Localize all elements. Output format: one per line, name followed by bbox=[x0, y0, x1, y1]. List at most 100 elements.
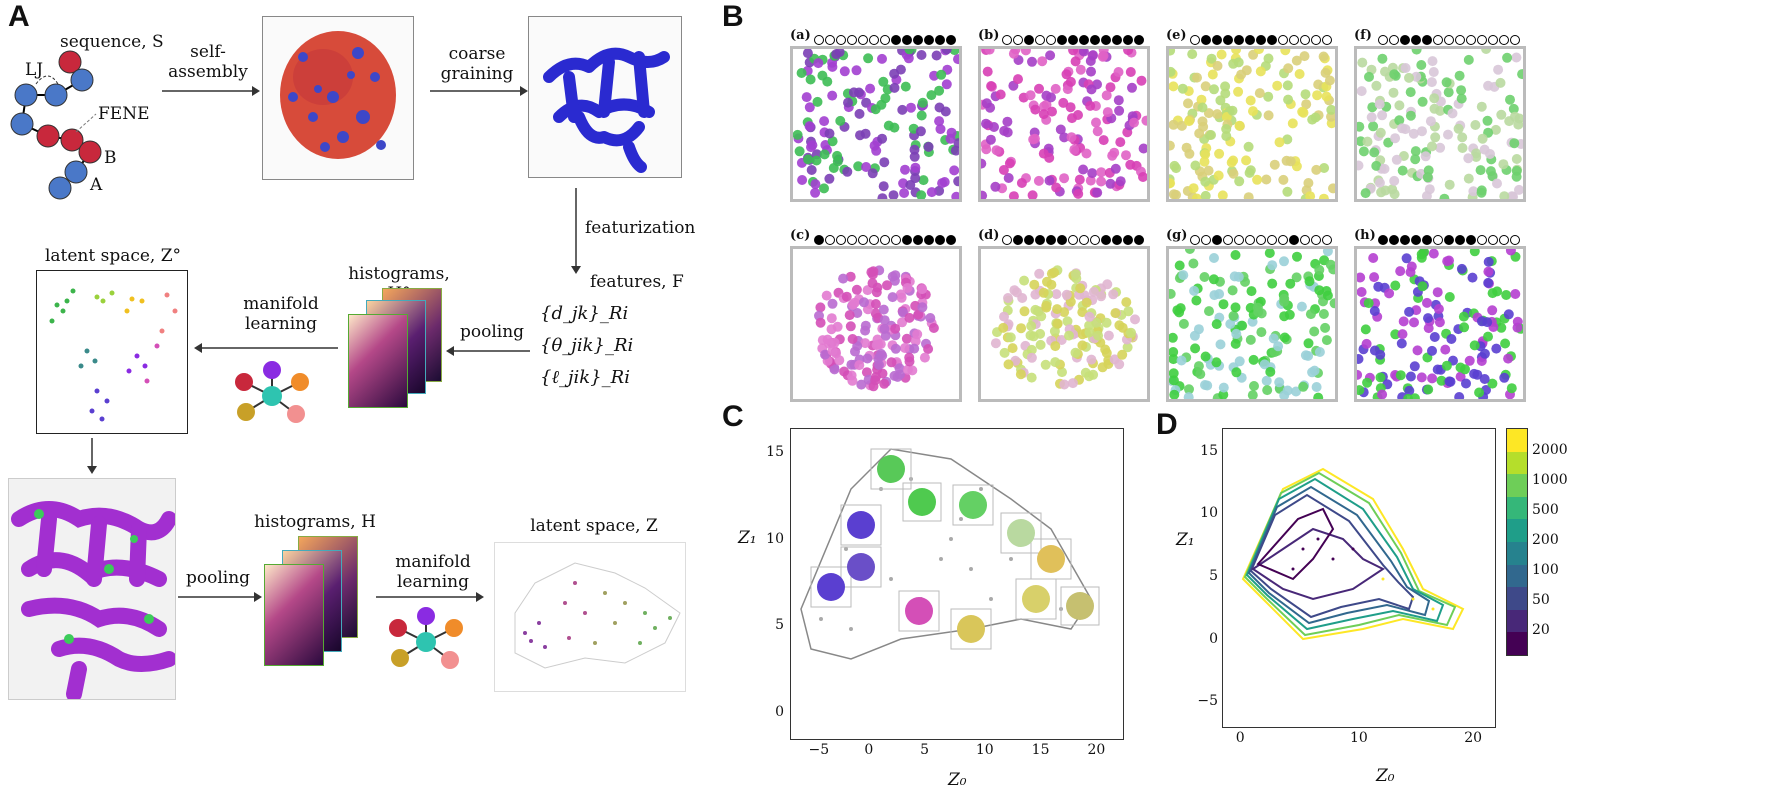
assembly-blob bbox=[280, 31, 396, 159]
axis-tick-label: 20 bbox=[1464, 730, 1483, 746]
snapshot-box bbox=[978, 46, 1150, 202]
panel-a-letter: A bbox=[8, 0, 30, 33]
panel-d-xlabel: Z₀ bbox=[1376, 766, 1395, 786]
snapshot-3: (e) bbox=[1166, 28, 1342, 208]
axis-tick-label: 10 bbox=[1350, 730, 1368, 746]
colorbar-tick-label: 1000 bbox=[1532, 472, 1568, 488]
sequence-bead bbox=[1035, 35, 1045, 45]
snapshot-label: (b) bbox=[978, 28, 1000, 43]
sequence-bead bbox=[1190, 35, 1200, 45]
sequence-bead bbox=[1046, 35, 1056, 45]
arrow-left bbox=[194, 343, 338, 353]
snapshot-box bbox=[790, 246, 962, 402]
self-assembly-label: self- assembly bbox=[168, 42, 248, 82]
arrow-right bbox=[178, 592, 262, 602]
coarse-graining-label: coarse graining bbox=[440, 44, 514, 84]
sequence-bead bbox=[1488, 235, 1498, 245]
colorbar-segment bbox=[1507, 474, 1527, 497]
colorbar-segment bbox=[1507, 609, 1527, 633]
sequence-bead bbox=[1289, 35, 1299, 45]
lj-label: LJ bbox=[25, 60, 44, 80]
bead-red bbox=[58, 50, 82, 74]
colorbar-segment bbox=[1507, 451, 1527, 475]
sequence-bead bbox=[1433, 235, 1443, 245]
sequence-bead bbox=[825, 35, 835, 45]
manifold-label-2: manifold learning bbox=[395, 552, 471, 592]
sequence-bead bbox=[836, 235, 846, 245]
sequence-bead bbox=[1123, 35, 1133, 45]
sequence-bead bbox=[924, 35, 934, 45]
sequence-bead bbox=[1411, 35, 1421, 45]
bead-red bbox=[78, 140, 102, 164]
bead-red bbox=[36, 124, 60, 148]
manifold-label-1: manifold learning bbox=[243, 294, 319, 334]
features-label: features, F bbox=[590, 272, 684, 292]
sequence-bead bbox=[1389, 35, 1399, 45]
axis-tick-label: −5 bbox=[1197, 693, 1218, 710]
sequence-bead bbox=[1510, 35, 1520, 45]
sequence-bead bbox=[1322, 35, 1332, 45]
simulation-snapshot bbox=[8, 478, 177, 702]
colorbar-tick-label: 2000 bbox=[1532, 442, 1568, 458]
snapshot-label: (e) bbox=[1166, 28, 1187, 43]
colorbar-segment bbox=[1507, 632, 1527, 655]
sequence-bead bbox=[1212, 35, 1222, 45]
fene-label: FENE bbox=[98, 104, 150, 124]
sequence-bead bbox=[1079, 35, 1089, 45]
colorbar-segment bbox=[1507, 519, 1527, 542]
bead-b-label: B bbox=[104, 148, 117, 168]
sequence-bead bbox=[869, 235, 879, 245]
sequence-bead bbox=[1223, 235, 1233, 245]
snapshot-box bbox=[1166, 46, 1338, 202]
sequence-bead bbox=[1112, 35, 1122, 45]
sequence-bead bbox=[1101, 235, 1111, 245]
histogram-stack-2 bbox=[264, 536, 364, 666]
sequence-bead bbox=[880, 35, 890, 45]
sequence-bead bbox=[1090, 35, 1100, 45]
sequence-bead bbox=[1123, 235, 1133, 245]
sequence-bead bbox=[1422, 235, 1432, 245]
feature-distance: {d_jk}_Ri bbox=[540, 303, 629, 324]
bead-a-label: A bbox=[90, 175, 103, 195]
panel-c-xlabel: Z₀ bbox=[948, 770, 967, 790]
sequence-label: sequence, S bbox=[60, 32, 164, 52]
sequence-bead bbox=[1444, 235, 1454, 245]
snapshot-label: (c) bbox=[790, 228, 811, 243]
sequence-bead bbox=[1002, 35, 1012, 45]
sequence-bead bbox=[1499, 235, 1509, 245]
histogram-stack-1 bbox=[348, 288, 448, 408]
panel-b-letter: B bbox=[722, 0, 744, 33]
snapshot-6: (d) bbox=[978, 228, 1154, 408]
arrow-down bbox=[87, 438, 97, 474]
sequence-bead bbox=[1389, 235, 1399, 245]
snapshot-5: (c) bbox=[790, 228, 966, 408]
latent-space-plot-1 bbox=[36, 270, 188, 434]
sequence-bead bbox=[913, 35, 923, 45]
sequence-bead bbox=[935, 235, 945, 245]
axis-tick-label: 10 bbox=[766, 530, 784, 547]
sequence-bead bbox=[1400, 35, 1410, 45]
sequence-bead bbox=[1477, 235, 1487, 245]
snapshot-2: (b) bbox=[978, 28, 1154, 208]
axis-tick-label: 15 bbox=[766, 443, 784, 460]
axis-tick-label: 0 bbox=[864, 742, 874, 758]
sequence-bead bbox=[1267, 35, 1277, 45]
network-molecule-icon bbox=[389, 607, 463, 669]
panel-d-ylabel: Z₁ bbox=[1176, 530, 1195, 550]
panel-b-snapshot-grid: (a)(b)(e)(f)(c)(d)(g)(h) bbox=[770, 20, 1770, 402]
sequence-bead bbox=[858, 35, 868, 45]
sequence-bead bbox=[869, 35, 879, 45]
axis-tick-label: 0 bbox=[775, 704, 784, 721]
sequence-bead bbox=[1477, 35, 1487, 45]
snapshot-label: (h) bbox=[1354, 228, 1376, 243]
sequence-bead bbox=[1455, 235, 1465, 245]
snapshot-8: (h) bbox=[1354, 228, 1530, 408]
sequence-bead bbox=[1256, 235, 1266, 245]
sequence-bead bbox=[1201, 35, 1211, 45]
sequence-bead bbox=[1444, 35, 1454, 45]
sequence-bead bbox=[1267, 235, 1277, 245]
